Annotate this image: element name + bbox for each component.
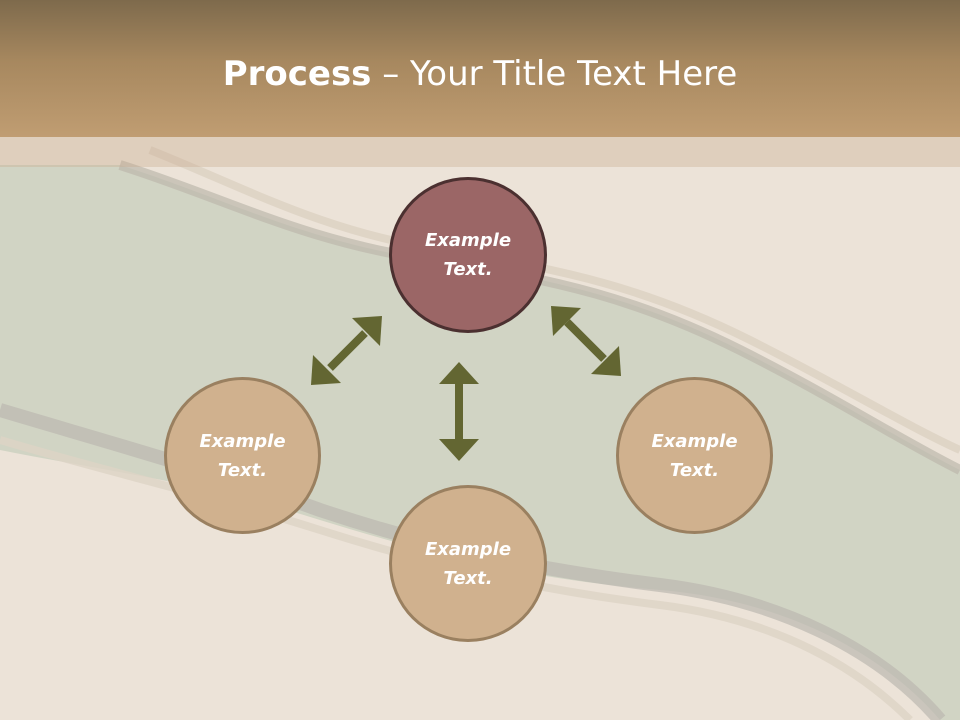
header-bar [0,0,960,137]
node-left-text: Example Text. [199,430,286,481]
slide-title: Process – Your Title Text Here [0,52,960,96]
node-right-text: Example Text. [651,430,738,481]
double-arrow-left [311,316,382,385]
process-node-left: Example Text. [164,377,321,534]
title-bold: Process [222,54,372,94]
node-top-text: Example Text. [424,230,512,280]
double-arrow-right [551,306,621,376]
double-arrow-vertical [439,362,479,461]
process-node-right: Example Text. [616,377,773,534]
process-node-bottom: Example Text. [389,485,547,642]
node-bottom-text: Example Text. [424,538,512,589]
process-node-top: Example Text. [389,177,547,333]
title-rest: – Your Title Text Here [371,54,738,94]
header-band [0,137,960,167]
